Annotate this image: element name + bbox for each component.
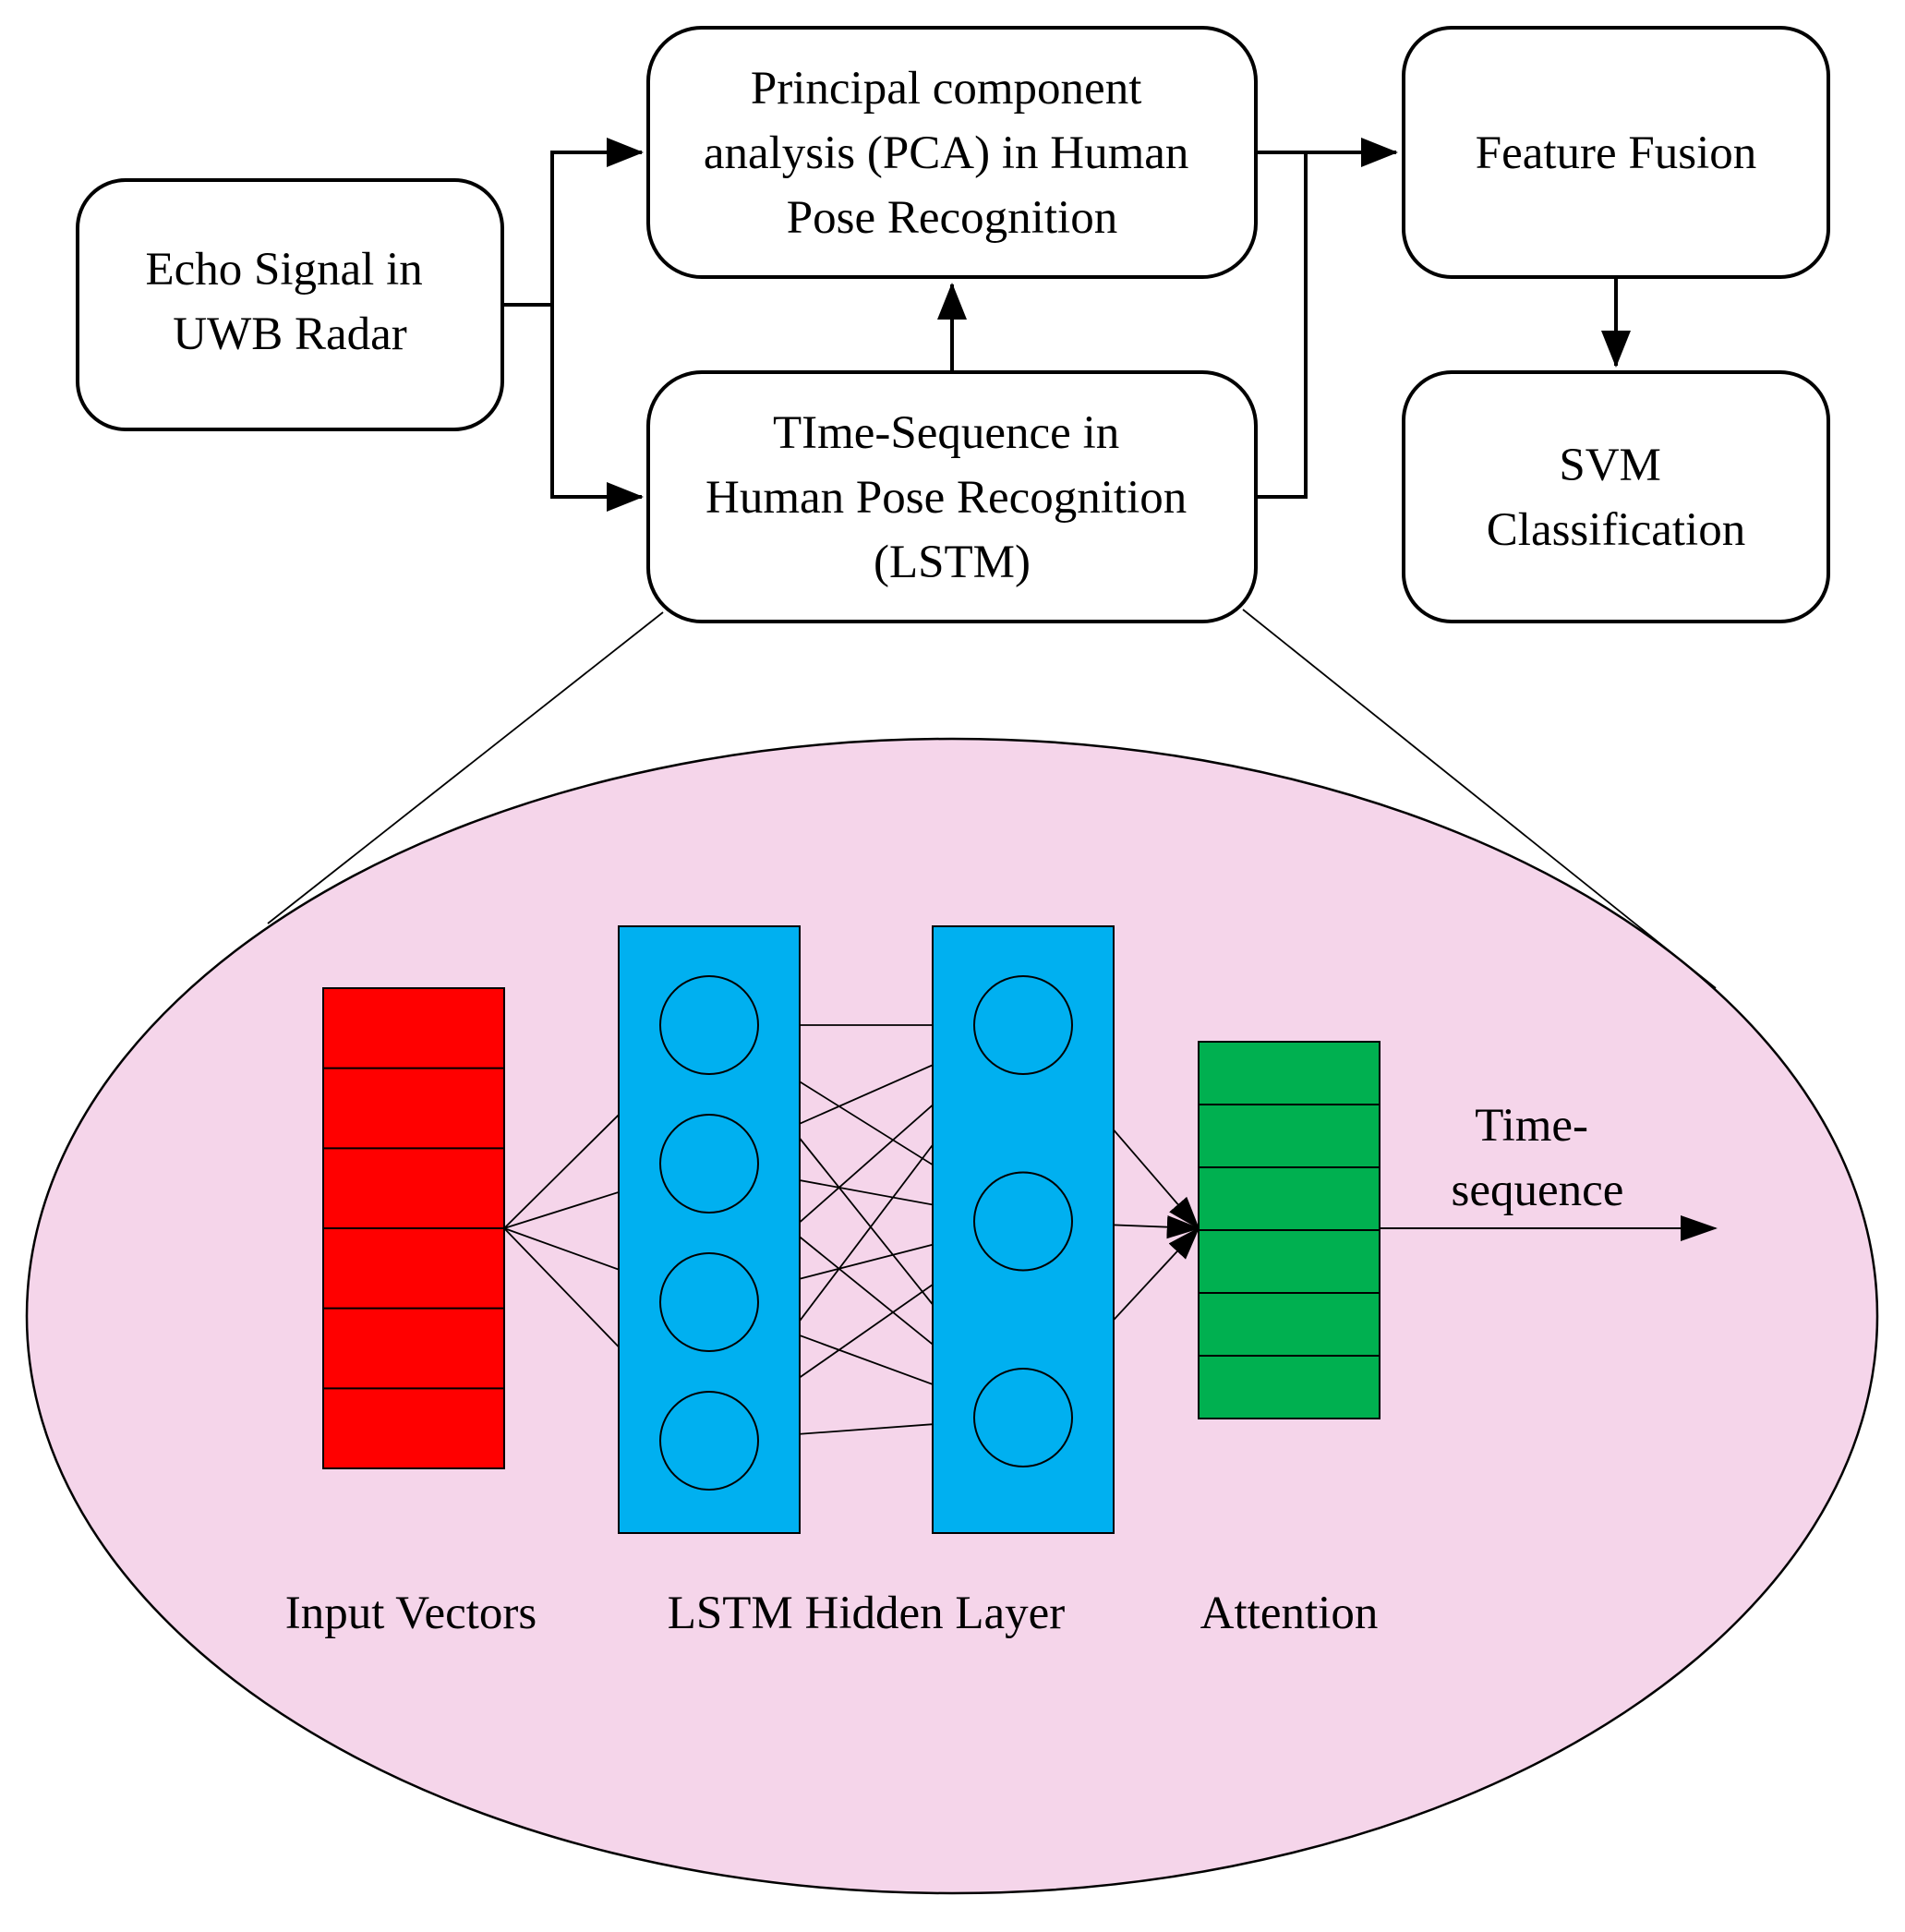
pca-box-line-1: Principal component	[751, 63, 1142, 115]
network-nodes	[659, 975, 1073, 1491]
hidden-layer-1-node	[659, 1252, 759, 1352]
svg-text:Principal component anal: Principal component analysis (PCA) in Hu…	[704, 63, 1200, 244]
hidden-layer-2-node	[973, 975, 1073, 1075]
echo-signal-box: Echo Signal in UWB Radar	[76, 178, 504, 431]
output-label: Time- sequence	[1452, 1100, 1624, 1216]
echo-box-line-1: Echo Signal in	[145, 244, 422, 296]
svm-box: SVM Classification	[1402, 370, 1830, 623]
svg-text:TIme-Sequence in Human P: TIme-Sequence in Human Pose Recognition …	[705, 407, 1199, 588]
hidden-layer-1-node	[659, 975, 759, 1075]
echo-to-pca-arrow	[502, 138, 644, 307]
output-label-line-1: Time-	[1475, 1100, 1588, 1152]
lstm-sequence-box: TIme-Sequence in Human Pose Recognition …	[646, 370, 1258, 623]
input-cell-dividers	[323, 1067, 504, 1390]
attention-cell-dividers	[1199, 1104, 1380, 1357]
lstm-box-line-3: (LSTM)	[874, 537, 1031, 588]
echo-box-line-2: UWB Radar	[173, 308, 407, 360]
pca-box-line-3: Pose Recognition	[787, 192, 1117, 244]
fusion-box-line-1: Feature Fusion	[1476, 127, 1757, 179]
echo-to-lstm-arrow	[550, 305, 644, 512]
input-vectors-label: Input Vectors	[285, 1588, 537, 1639]
hidden-layer-2-node	[973, 1171, 1073, 1272]
lstm-to-fusion-connector	[1256, 152, 1308, 499]
svg-text:Echo Signal in UWB Radar: Echo Signal in UWB Radar	[145, 244, 434, 360]
input-vectors-block	[322, 987, 505, 1469]
zoom-line-left	[267, 611, 664, 924]
pca-box: Principal component analysis (PCA) in Hu…	[646, 26, 1258, 279]
hidden-layer-2-node	[973, 1368, 1073, 1467]
lstm-hidden-layer-label: LSTM Hidden Layer	[668, 1588, 1066, 1639]
svg-text:Feature Fusion: Feature Fusion	[1476, 127, 1757, 179]
svm-box-line-1: SVM	[1559, 440, 1661, 491]
lstm-box-line-2: Human Pose Recognition	[705, 472, 1187, 524]
svg-text:SVM Classification: SVM Classification	[1487, 440, 1745, 556]
lstm-box-line-1: TIme-Sequence in	[773, 407, 1119, 459]
hidden-layer-1-node	[659, 1114, 759, 1214]
zoom-line-right	[1242, 609, 1717, 989]
output-label-line-2: sequence	[1452, 1165, 1624, 1216]
feature-fusion-box: Feature Fusion	[1402, 26, 1830, 279]
pca-box-line-2: analysis (PCA) in Human	[704, 127, 1189, 179]
svm-box-line-2: Classification	[1487, 504, 1745, 556]
attention-block	[1198, 1041, 1381, 1419]
hidden-layer-1-node	[659, 1391, 759, 1491]
attention-label: Attention	[1200, 1588, 1379, 1639]
